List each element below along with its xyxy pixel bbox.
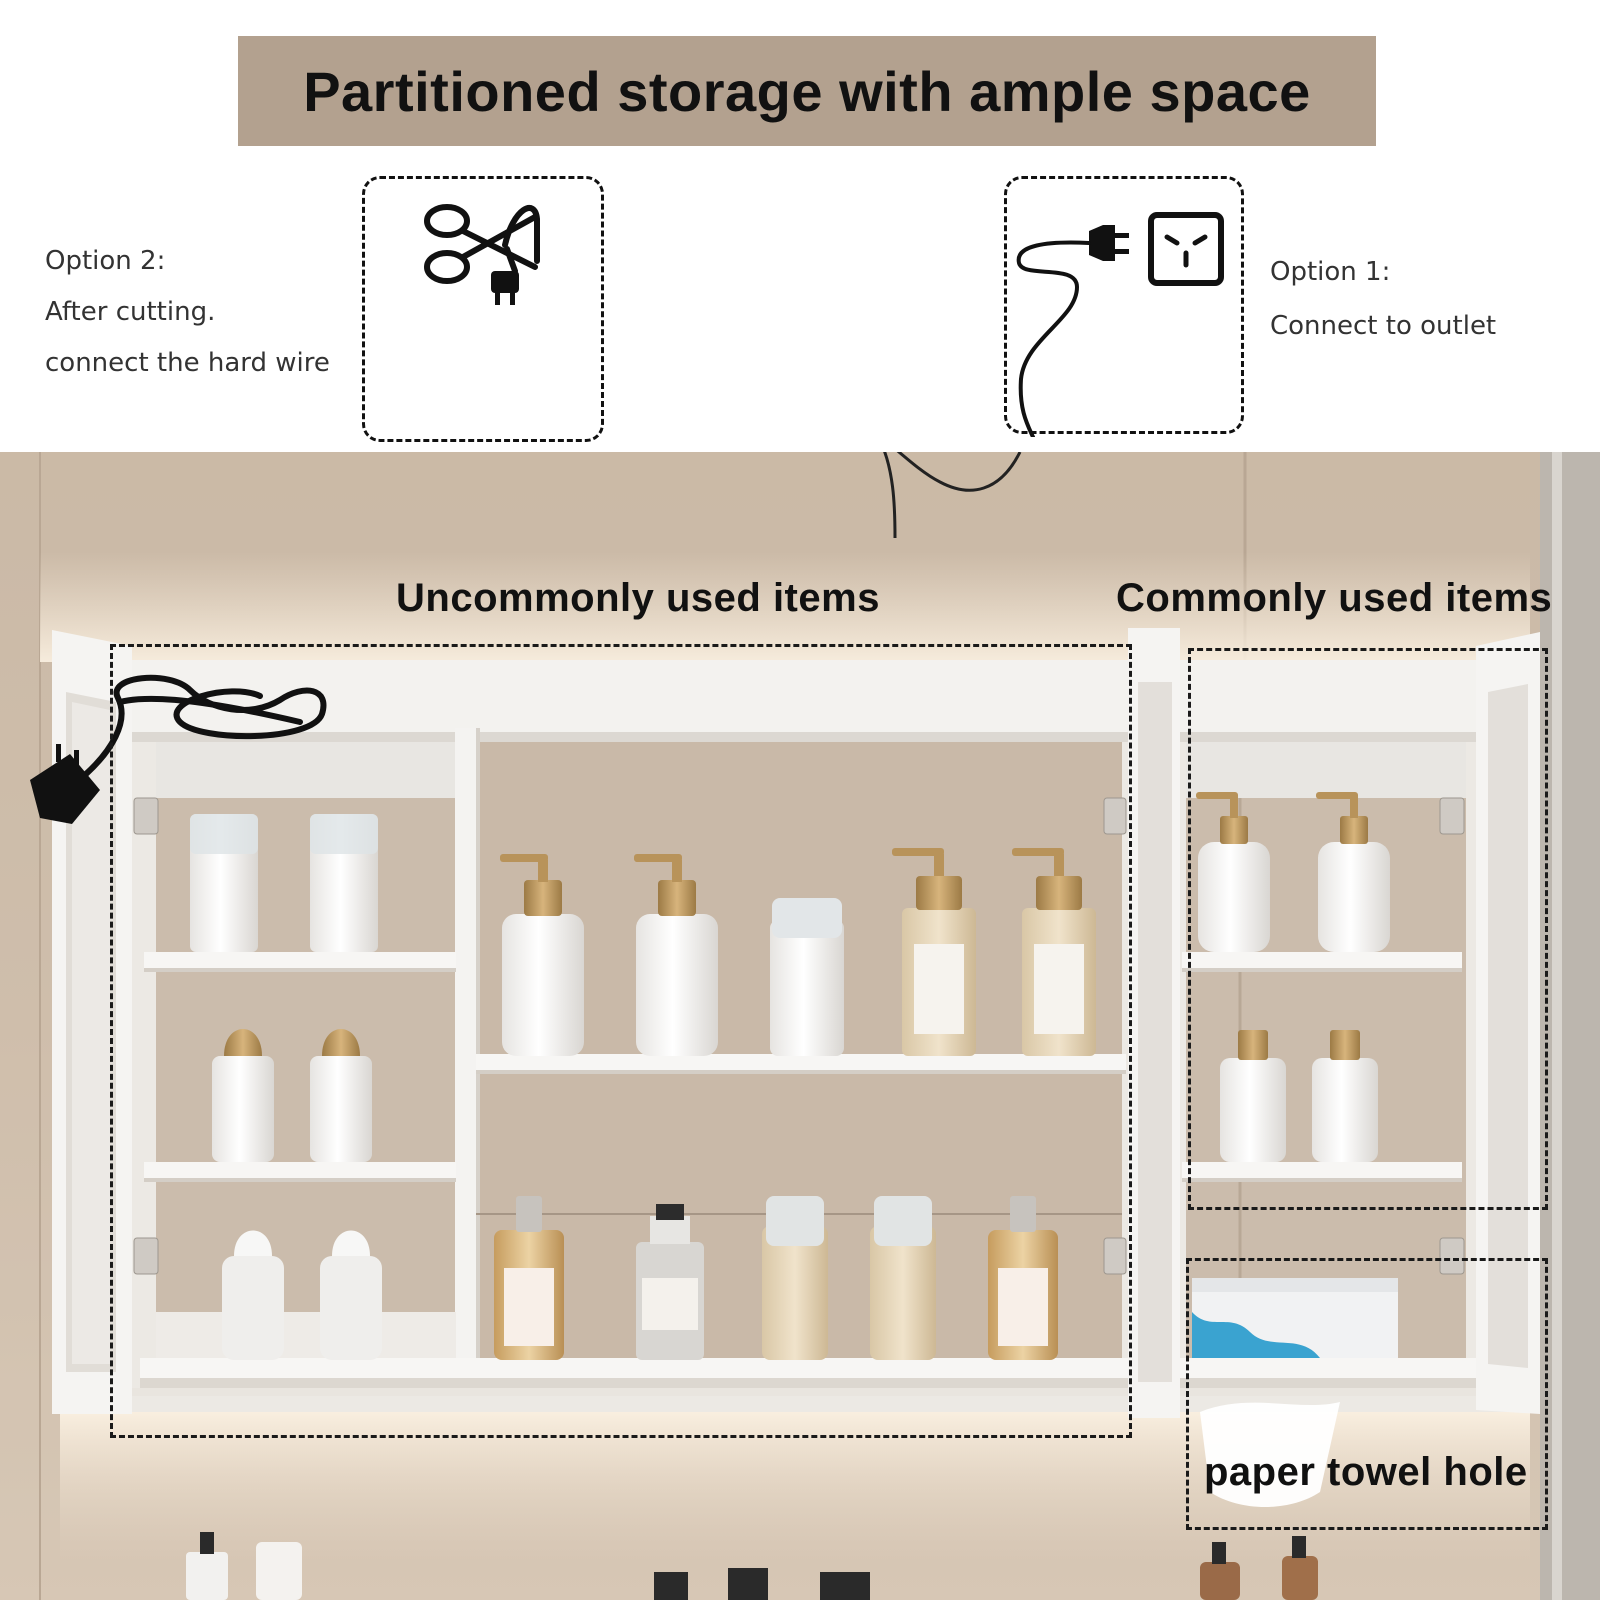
common-items-zone (1188, 648, 1548, 1210)
plug-outlet-icon (1016, 212, 1224, 437)
paper-towel-hole-label: paper towel hole (1204, 1450, 1528, 1494)
scissors-cut-wire-icon (424, 204, 540, 305)
cabinet-illustration (0, 430, 1600, 1600)
option-1-icon-box (1004, 176, 1244, 437)
paper-towel-zone (1186, 1258, 1548, 1530)
common-items-label: Commonly used items (1116, 576, 1553, 620)
bathroom-cabinet-photo: Uncommonly used items Commonly used item… (0, 430, 1600, 1600)
option-1-heading: Option 1: (1270, 257, 1391, 287)
option-2-text: Option 2: After cutting. connect the har… (45, 236, 330, 389)
option-2-line-2: After cutting. (45, 297, 216, 327)
uncommon-items-label: Uncommonly used items (396, 576, 880, 620)
option-1-text: Option 1: Connect to outlet (1270, 245, 1496, 353)
title-banner: Partitioned storage with ample space (238, 36, 1376, 146)
option-1-line-2: Connect to outlet (1270, 311, 1497, 341)
page-title: Partitioned storage with ample space (303, 59, 1311, 123)
uncommon-items-zone (110, 644, 1132, 1438)
option-2-heading: Option 2: (45, 246, 166, 276)
option-2-line-3: connect the hard wire (45, 348, 330, 378)
option-2-icon-box (362, 176, 604, 442)
